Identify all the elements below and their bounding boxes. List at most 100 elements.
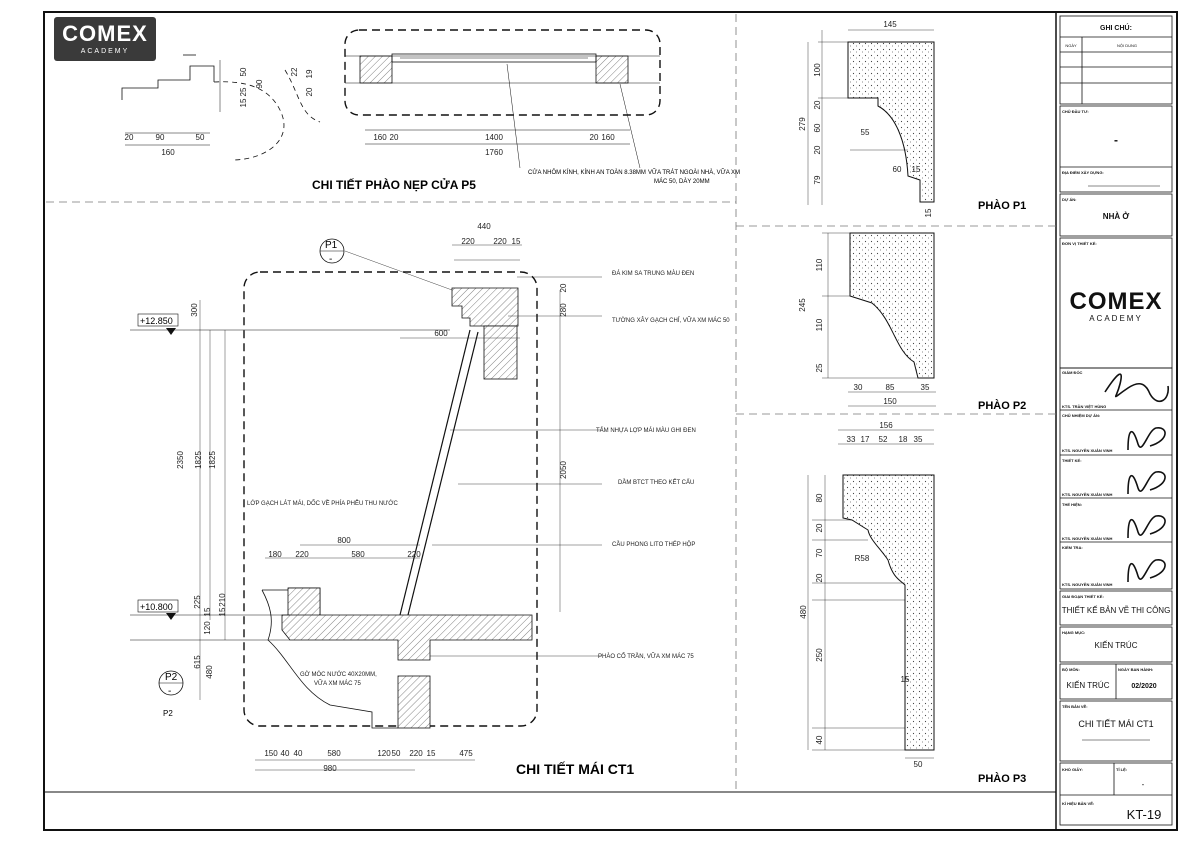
level-top-label: +12.850 — [140, 316, 173, 326]
p5-dim: 25 — [239, 87, 248, 96]
discipline-value: KIẾN TRÚC — [1067, 680, 1110, 690]
designer-logo: COMEX — [1069, 288, 1162, 315]
paper-label: KHỔ GIẤY: — [1062, 767, 1083, 772]
ct1-dim: 300 — [190, 303, 199, 317]
p5-note-glass: CỬA NHÔM KÍNH, KÍNH AN TOÀN 8.38MM — [528, 169, 646, 176]
p5-dim: 20 — [590, 133, 599, 142]
signature-pm — [1127, 427, 1166, 451]
p5-detail — [121, 29, 661, 169]
note-wall: TƯỜNG XÂY GẠCH CHỈ, VỮA XM MÁC 50 — [612, 317, 730, 324]
ct1-dim: 225 — [193, 595, 202, 609]
date-label: NGÀY BAN HÀNH: — [1118, 667, 1153, 672]
p5-dim: 50 — [196, 133, 205, 142]
discipline-label: BỘ MÔN: — [1062, 667, 1080, 672]
ct1-dim: 220 — [295, 550, 309, 559]
ct1-dim: 800 — [337, 536, 351, 545]
p5-dim: 1400 — [485, 133, 503, 142]
ct1-title: CHI TIẾT MÁI CT1 — [516, 761, 634, 777]
tag-p2-secondary: P2 — [163, 709, 173, 718]
p3-dim: 20 — [815, 573, 824, 582]
ct1-dim: 50 — [392, 749, 401, 758]
p2-dim: 150 — [883, 397, 897, 406]
title-block-text: GHI CHÚ: NGÀY NỘI DUNG CHỦ ĐẦU TƯ: - ĐỊA… — [1062, 23, 1171, 822]
drawing-label: TÊN BẢN VẼ: — [1062, 704, 1088, 709]
ct1-dim: 15 — [512, 237, 521, 246]
investor-value: - — [1114, 133, 1118, 147]
notes-col-content: NỘI DUNG — [1117, 43, 1137, 48]
ct1-dim: 20 — [559, 283, 568, 292]
p2-dim: 25 — [815, 363, 824, 372]
p5-dim: 90 — [255, 79, 264, 88]
signature-draw — [1127, 515, 1166, 539]
p3-dim: 50 — [914, 760, 923, 769]
signatures — [1104, 373, 1169, 583]
p3-dim: 480 — [799, 605, 808, 619]
ct1-dim: 15 — [203, 607, 212, 616]
title-block — [1059, 15, 1173, 826]
tag-p1-sheet: - — [329, 254, 332, 265]
p5-dim: 22 — [290, 67, 299, 76]
p1-dim: 55 — [861, 128, 870, 137]
ct1-dim: 40 — [294, 749, 303, 758]
ct1-dim: 2050 — [559, 461, 568, 479]
ct1-dim: 40 — [281, 749, 290, 758]
ct1-dim: 1825 — [208, 451, 217, 469]
designer-logo-sub: ACADEMY — [1089, 314, 1143, 323]
p1-dim: 100 — [813, 63, 822, 77]
scale-label: TỈ LỆ: — [1116, 767, 1127, 772]
notes-header: GHI CHÚ: — [1100, 23, 1132, 32]
tag-p2-sheet: - — [168, 686, 171, 697]
level-mid-label: +10.800 — [140, 602, 173, 612]
p3-dim: 80 — [815, 493, 824, 502]
p5-dim: 90 — [156, 133, 165, 142]
ct1-dim: 480 — [205, 665, 214, 679]
p1-dim: 20 — [813, 100, 822, 109]
p5-dim: 50 — [239, 67, 248, 76]
ct1-dim: 220 — [409, 749, 423, 758]
category-value: KIẾN TRÚC — [1095, 640, 1138, 650]
p3-dim: 52 — [879, 435, 888, 444]
ct1-dim: 210 — [218, 593, 227, 607]
p1-dim: 60 — [893, 165, 902, 174]
phase-value: THIẾT KẾ BẢN VẼ THI CÔNG — [1062, 605, 1171, 615]
category-label: HẠNG MỤC: — [1062, 630, 1085, 635]
sheet-number: KT-19 — [1127, 807, 1162, 822]
designer-label: ĐƠN VỊ THIẾT KẾ: — [1062, 241, 1097, 246]
project-value: NHÀ Ở — [1103, 212, 1130, 221]
p3-dim: 156 — [879, 421, 893, 430]
p2-dim: 30 — [854, 383, 863, 392]
p5-dim: 1760 — [485, 148, 503, 157]
scale-value: - — [1142, 780, 1145, 789]
date-value: 02/2020 — [1131, 683, 1156, 690]
ct1-dim: 150 — [264, 749, 278, 758]
p2-profile: 110 245 110 25 30 85 35 150 PHÀO P2 — [798, 232, 1026, 412]
p2-dim: 110 — [815, 318, 824, 331]
check-label: KIỂM TRA: — [1062, 545, 1083, 550]
signature-design — [1127, 471, 1166, 495]
ct1-dim: 440 — [477, 222, 491, 231]
p3-dim: 70 — [815, 548, 824, 557]
p1-dim: 60 — [813, 123, 822, 132]
p3-dim: 20 — [815, 523, 824, 532]
note-roof-sheet: TẤM NHỰA LỢP MÁI MÀU GHI ĐEN — [596, 427, 696, 434]
ct1-dim: 220 — [407, 550, 421, 559]
p1-profile: 145 100 20 279 60 20 79 15 55 60 15 PHÀO… — [798, 20, 1026, 217]
level-marker-top: +12.850 — [137, 313, 179, 335]
p3-dim: 33 — [847, 435, 856, 444]
ct1-dimensions: 440 220 220 15 600 800 180 220 580 220 3… — [176, 222, 568, 773]
outer-border — [43, 11, 1178, 831]
p2-dim: 85 — [886, 383, 895, 392]
p3-dim: 17 — [861, 435, 870, 444]
p3-radius: R58 — [855, 554, 870, 563]
project-label: DỰ ÁN: — [1062, 197, 1076, 202]
ct1-dim: 220 — [493, 237, 507, 246]
p1-dim: 145 — [883, 20, 897, 29]
drawing-value: CHI TIẾT MÁI CT1 — [1078, 719, 1153, 729]
sheet-label: KÍ HIỆU BẢN VẼ: — [1062, 801, 1094, 806]
ct1-dim: 120 — [377, 749, 391, 758]
check-name: KTS. NGUYỄN XUÂN VINH — [1062, 582, 1113, 587]
p5-dim: 20 — [125, 133, 134, 142]
note-drip-2: VỮA XM MÁC 75 — [314, 680, 361, 687]
logo-name: COMEX — [62, 21, 148, 46]
p2-title: PHÀO P2 — [978, 399, 1026, 412]
